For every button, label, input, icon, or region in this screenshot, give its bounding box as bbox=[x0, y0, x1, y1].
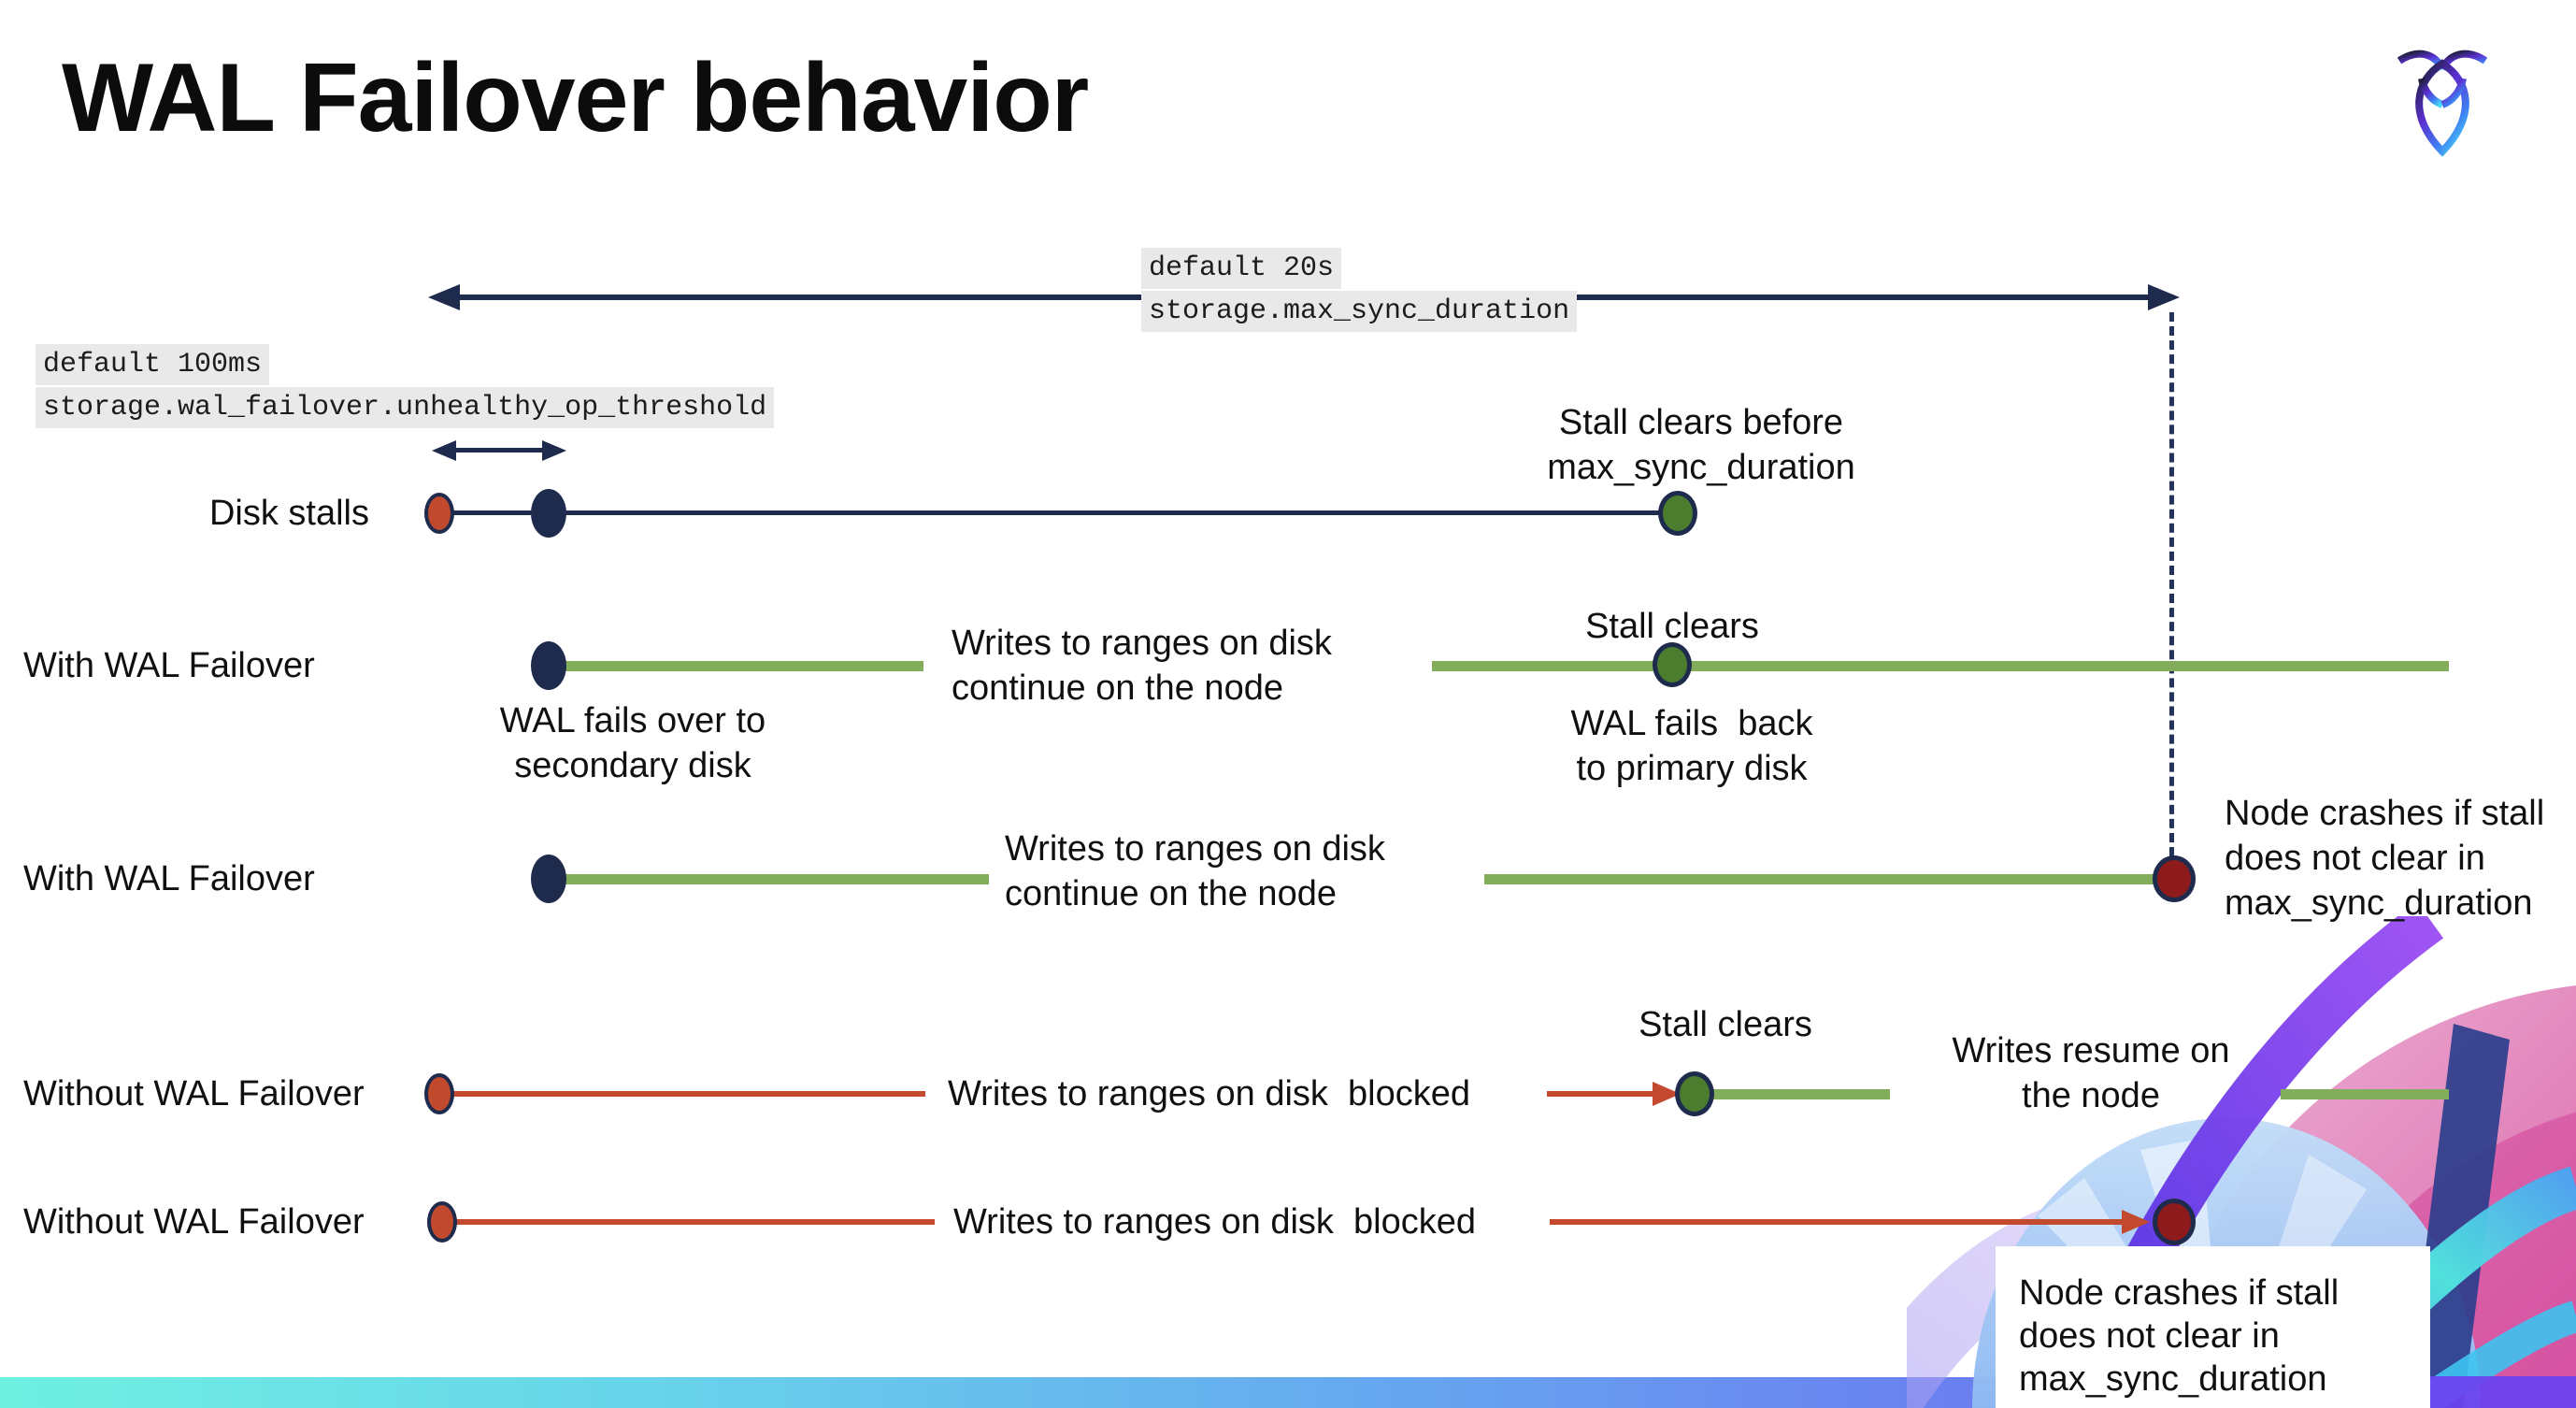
arrow-line bbox=[451, 448, 546, 453]
stall-clears-dot bbox=[1675, 1071, 1714, 1116]
stall-clears-dot bbox=[1658, 491, 1697, 536]
stall-clears-caption: Stall clears bbox=[1639, 1005, 1812, 1044]
writes-blocked-line bbox=[1550, 1219, 2124, 1225]
max-sync-duration-callout: default 20s storage.max_sync_duration bbox=[1141, 248, 1578, 334]
writes-blocked-line bbox=[446, 1091, 925, 1097]
unhealthy-op-threshold-callout: default 100ms storage.wal_failover.unhea… bbox=[36, 344, 775, 430]
node-crash-dot bbox=[2153, 1199, 2196, 1245]
writes-resume-line bbox=[1712, 1089, 1890, 1099]
callout-default-value: default 20s bbox=[1141, 248, 1342, 289]
failover-threshold-dot bbox=[531, 489, 566, 538]
writes-blocked-line bbox=[1547, 1091, 1654, 1097]
failover-dot bbox=[531, 855, 566, 903]
stall-clears-caption: Stall clears bbox=[1585, 607, 1759, 646]
callout-setting-name: storage.wal_failover.unhealthy_op_thresh… bbox=[36, 387, 775, 428]
stall-clears-before-caption: Stall clears before max_sync_duration bbox=[1547, 403, 1855, 487]
node-crashes-caption: Node crashes if stall does not clear in … bbox=[2019, 1273, 2340, 1399]
arrowhead-right-icon bbox=[2148, 284, 2180, 310]
writes-blocked-line bbox=[449, 1219, 935, 1225]
with-wal-failover-1-label: With WAL Failover bbox=[23, 646, 315, 685]
without-wal-failover-1-label: Without WAL Failover bbox=[23, 1074, 365, 1113]
disk-stall-start-dot bbox=[427, 1201, 457, 1243]
wal-fails-over-caption: WAL fails over to secondary disk bbox=[499, 701, 766, 785]
writes-continue-line bbox=[553, 661, 923, 671]
callout-setting-name: storage.max_sync_duration bbox=[1141, 291, 1578, 332]
writes-resume-caption: Writes resume on the node bbox=[1952, 1031, 2230, 1115]
cockroachdb-logo-icon bbox=[2397, 50, 2488, 157]
callout-default-value: default 100ms bbox=[36, 344, 270, 385]
arrowhead-right-icon bbox=[542, 440, 566, 461]
writes-continue-line bbox=[553, 874, 989, 884]
writes-continue-caption: Writes to ranges on disk continue on the… bbox=[1005, 829, 1385, 913]
disk-stall-start-dot bbox=[424, 1073, 454, 1114]
max-sync-deadline-dashed-line bbox=[2169, 312, 2174, 856]
node-crashes-callout-box bbox=[1996, 1246, 2430, 1408]
writes-resume-line bbox=[2281, 1089, 2449, 1099]
failover-dot bbox=[531, 641, 566, 690]
disk-stall-start-dot bbox=[424, 493, 454, 534]
writes-continue-line bbox=[1432, 661, 2449, 671]
without-wal-failover-2-label: Without WAL Failover bbox=[23, 1202, 365, 1242]
node-crashes-caption: Node crashes if stall does not clear in … bbox=[2225, 794, 2545, 923]
arrowhead-left-icon bbox=[432, 440, 456, 461]
wal-fails-back-caption: WAL fails back to primary disk bbox=[1570, 704, 1813, 788]
disk-stall-timeline bbox=[439, 510, 1678, 515]
writes-blocked-caption: Writes to ranges on disk blocked bbox=[953, 1202, 1477, 1242]
writes-continue-line bbox=[1484, 874, 2155, 884]
blocked-arrowhead-icon bbox=[2122, 1210, 2150, 1234]
node-crash-dot bbox=[2153, 855, 2196, 902]
stall-clears-dot bbox=[1653, 642, 1692, 687]
with-wal-failover-2-label: With WAL Failover bbox=[23, 859, 315, 898]
disk-stalls-label: Disk stalls bbox=[208, 494, 369, 533]
slide-title: WAL Failover behavior bbox=[62, 44, 1089, 152]
writes-blocked-caption: Writes to ranges on disk blocked bbox=[948, 1074, 1471, 1113]
writes-continue-caption: Writes to ranges on disk continue on the… bbox=[952, 624, 1332, 708]
